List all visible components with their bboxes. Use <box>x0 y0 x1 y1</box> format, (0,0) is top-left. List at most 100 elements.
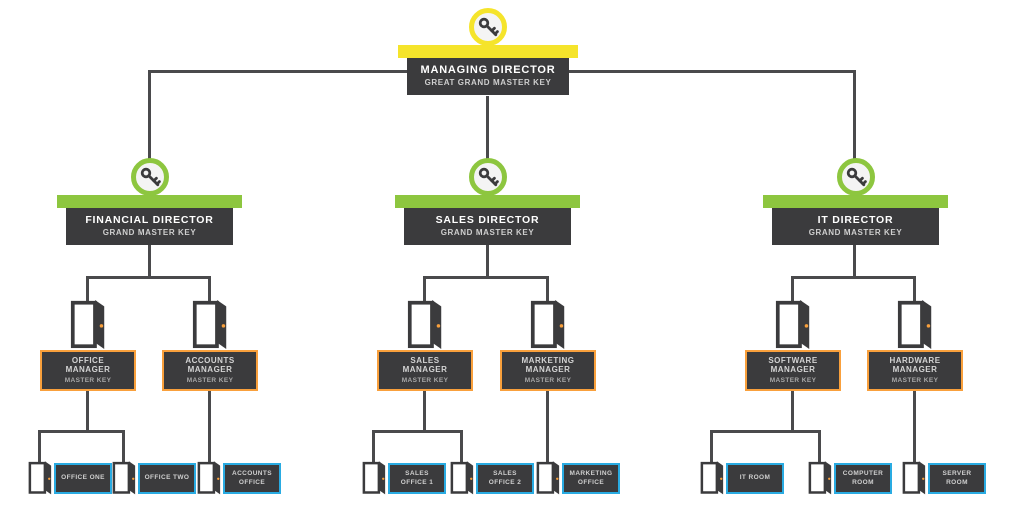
node-subtitle: GRAND MASTER KEY <box>808 228 903 237</box>
node-sales-manager: SALES MANAGER MASTER KEY <box>377 298 473 391</box>
manager-title: SALES MANAGER <box>402 356 448 375</box>
manager-subtitle: MASTER KEY <box>769 376 817 384</box>
connector-line <box>38 430 41 464</box>
connector-line <box>208 276 211 304</box>
door-icon <box>530 298 566 350</box>
node-financial-director: FINANCIAL DIRECTOR GRAND MASTER KEY <box>57 158 242 245</box>
room-label: MARKETING OFFICE <box>569 470 613 486</box>
door-icon <box>112 460 137 495</box>
room-box: SALES OFFICE 2 <box>476 463 534 494</box>
door-icon <box>450 460 475 495</box>
manager-title: ACCOUNTS MANAGER <box>185 356 235 375</box>
room-box: MARKETING OFFICE <box>562 463 620 494</box>
connector-line <box>791 276 916 279</box>
manager-title: MARKETING MANAGER <box>521 356 575 375</box>
node-title: FINANCIAL DIRECTOR <box>85 214 214 226</box>
node-accounts-manager: ACCOUNTS MANAGER MASTER KEY <box>162 298 258 391</box>
room-it-room: IT ROOM <box>700 460 784 495</box>
connector-line <box>486 96 489 162</box>
connector-line <box>423 276 426 304</box>
manager-subtitle: MASTER KEY <box>64 376 112 384</box>
door-icon <box>536 460 561 495</box>
manager-box: ACCOUNTS MANAGER MASTER KEY <box>162 350 258 391</box>
connector-line <box>122 430 125 464</box>
room-label: OFFICE ONE <box>61 474 105 482</box>
room-box: COMPUTER ROOM <box>834 463 892 494</box>
accent-bar <box>395 195 580 208</box>
door-icon <box>362 460 387 495</box>
door-icon <box>28 460 53 495</box>
node-body: SALES DIRECTOR GRAND MASTER KEY <box>404 208 571 245</box>
connector-line <box>853 70 856 162</box>
connector-line <box>38 430 125 433</box>
node-subtitle: GRAND MASTER KEY <box>440 228 535 237</box>
node-office-manager: OFFICE MANAGER MASTER KEY <box>40 298 136 391</box>
room-label: ACCOUNTS OFFICE <box>231 470 273 486</box>
node-title: MANAGING DIRECTOR <box>420 64 556 76</box>
room-box: ACCOUNTS OFFICE <box>223 463 281 494</box>
key-icon <box>130 158 169 196</box>
connector-line <box>423 388 426 433</box>
door-icon <box>197 460 222 495</box>
manager-title: OFFICE MANAGER <box>65 356 111 375</box>
manager-box: SALES MANAGER MASTER KEY <box>377 350 473 391</box>
connector-line <box>546 388 549 464</box>
connector-line <box>913 276 916 304</box>
connector-line <box>208 388 211 464</box>
manager-title: SOFTWARE MANAGER <box>768 356 818 375</box>
room-server-room: SERVER ROOM <box>902 460 986 495</box>
room-box: SALES OFFICE 1 <box>388 463 446 494</box>
node-body: IT DIRECTOR GRAND MASTER KEY <box>772 208 939 245</box>
manager-box: SOFTWARE MANAGER MASTER KEY <box>745 350 841 391</box>
room-box: OFFICE TWO <box>138 463 196 494</box>
room-label: SERVER ROOM <box>942 470 972 486</box>
manager-subtitle: MASTER KEY <box>401 376 449 384</box>
node-title: IT DIRECTOR <box>817 214 894 226</box>
connector-line <box>86 276 211 279</box>
connector-line <box>460 430 463 464</box>
room-box: SERVER ROOM <box>928 463 986 494</box>
room-accounts-office: ACCOUNTS OFFICE <box>197 460 281 495</box>
door-icon <box>808 460 833 495</box>
connector-line <box>710 430 821 433</box>
connector-line <box>818 430 821 464</box>
manager-box: HARDWARE MANAGER MASTER KEY <box>867 350 963 391</box>
manager-title: HARDWARE MANAGER <box>889 356 941 375</box>
manager-box: OFFICE MANAGER MASTER KEY <box>40 350 136 391</box>
connector-line <box>853 243 856 279</box>
room-box: IT ROOM <box>726 463 784 494</box>
door-icon <box>70 298 106 350</box>
manager-subtitle: MASTER KEY <box>891 376 939 384</box>
door-icon <box>700 460 725 495</box>
key-icon <box>469 8 507 46</box>
node-body: FINANCIAL DIRECTOR GRAND MASTER KEY <box>66 208 233 245</box>
room-office-one: OFFICE ONE <box>28 460 112 495</box>
connector-line <box>486 243 489 279</box>
node-software-manager: SOFTWARE MANAGER MASTER KEY <box>745 298 841 391</box>
door-icon <box>897 298 933 350</box>
accent-bar <box>763 195 948 208</box>
node-subtitle: GRAND MASTER KEY <box>102 228 197 237</box>
manager-subtitle: MASTER KEY <box>186 376 234 384</box>
room-box: OFFICE ONE <box>54 463 112 494</box>
room-label: IT ROOM <box>739 474 771 482</box>
manager-subtitle: MASTER KEY <box>524 376 572 384</box>
room-computer-room: COMPUTER ROOM <box>808 460 892 495</box>
connector-line <box>86 388 89 433</box>
connector-line <box>546 276 549 304</box>
node-managing-director: MANAGING DIRECTOR GREAT GRAND MASTER KEY <box>398 8 578 95</box>
connector-line <box>372 430 375 464</box>
accent-bar <box>57 195 242 208</box>
connector-line <box>372 430 463 433</box>
node-hardware-manager: HARDWARE MANAGER MASTER KEY <box>867 298 963 391</box>
connector-line <box>86 276 89 304</box>
node-title: SALES DIRECTOR <box>435 214 540 226</box>
connector-line <box>423 276 549 279</box>
room-sales-office-2: SALES OFFICE 2 <box>450 460 534 495</box>
connector-line <box>710 430 713 464</box>
door-icon <box>407 298 443 350</box>
node-body: MANAGING DIRECTOR GREAT GRAND MASTER KEY <box>407 58 569 95</box>
key-icon <box>836 158 875 196</box>
connector-line <box>148 70 151 162</box>
